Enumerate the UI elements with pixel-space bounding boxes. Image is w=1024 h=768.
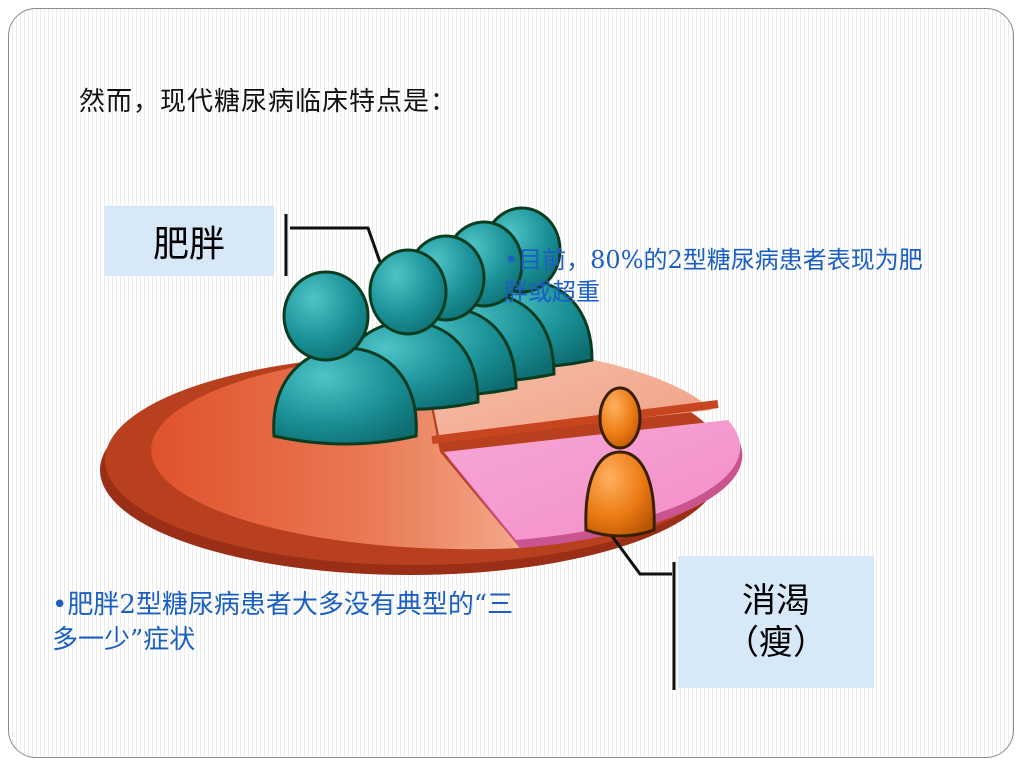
- slide-title: 然而，现代糖尿病临床特点是：: [79, 87, 458, 117]
- person-group-icon: [272, 206, 594, 446]
- label-thin-line2: （瘦）: [725, 623, 827, 663]
- label-thin: 消渴 （瘦）: [678, 556, 874, 688]
- person-icon: [584, 386, 656, 538]
- note-obesity-rate: •目前，80%的2型糖尿病患者表现为肥胖或超重: [504, 246, 923, 307]
- connector-lines: [284, 214, 676, 690]
- note-symptoms: •肥胖2型糖尿病患者大多没有典型的“三多一少”症状: [52, 590, 514, 656]
- label-obesity: 肥胖: [104, 206, 274, 276]
- label-thin-line1: 消渴: [742, 580, 810, 621]
- label-obesity-text: 肥胖: [152, 224, 225, 265]
